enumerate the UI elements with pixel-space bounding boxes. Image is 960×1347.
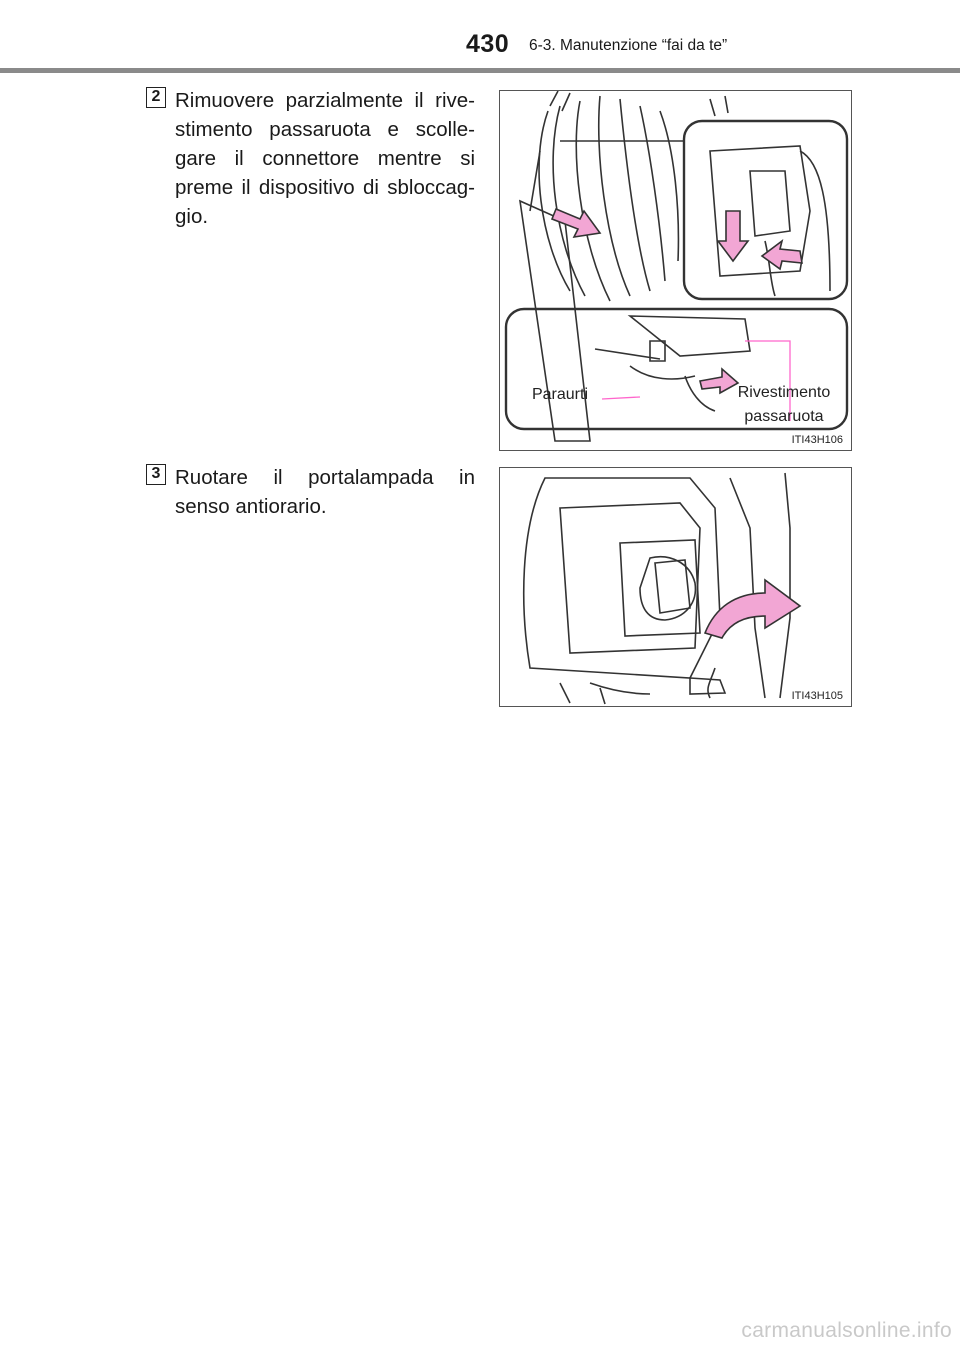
section-title: 6-3. Manutenzione “fai da te” (529, 37, 728, 54)
watermark: carmanualsonline.info (741, 1319, 952, 1342)
figure-disconnect-connector: Paraurti Rivestimento passaruota ITI43H1… (499, 90, 852, 451)
step-2-text: Rimuovere parzialmente il rive- stimento… (175, 89, 475, 228)
rotate-arrow-icon (703, 578, 802, 639)
illustration-bulb-holder (522, 472, 802, 705)
figure-rotate-bulb-holder: ITI43H105 (499, 467, 852, 707)
step-badge-3: 3 (146, 464, 166, 485)
page-number: 430 (466, 30, 510, 58)
figure-code: ITI43H106 (791, 434, 843, 446)
header-rule (0, 68, 960, 73)
step-3-text: Ruotare il portalampada in senso antiora… (175, 466, 475, 518)
label-bumper: Paraurti (531, 386, 589, 403)
arrow-icons (550, 207, 803, 395)
figure-code: ITI43H105 (791, 690, 843, 702)
illustration-wheel-liner-connector (504, 91, 849, 442)
step-badge-2: 2 (146, 87, 166, 108)
label-wheel-liner: Rivestimento passaruota (737, 384, 831, 425)
page-header: 430 6-3. Manutenzione “fai da te” (0, 0, 960, 78)
